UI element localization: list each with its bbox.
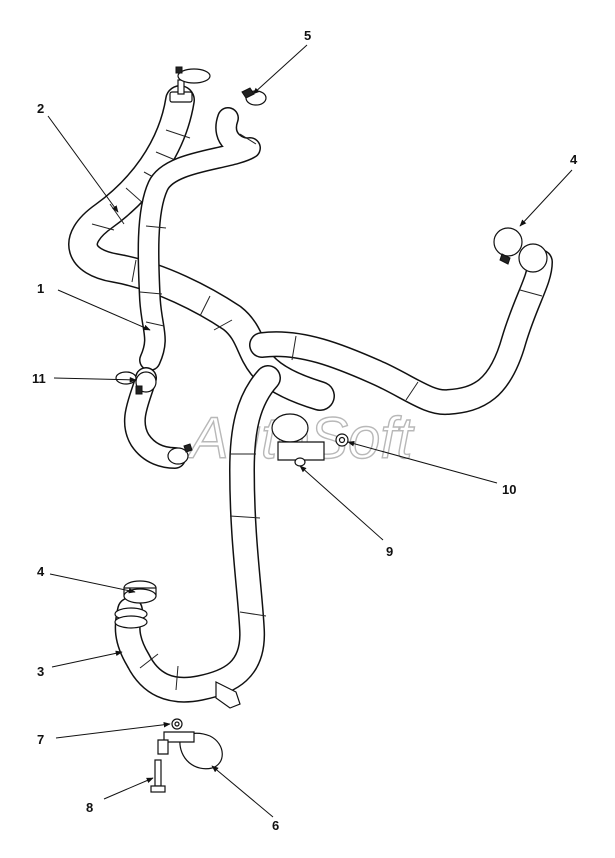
callout-4-top: 4	[570, 152, 578, 167]
nut-10	[335, 433, 349, 447]
hose-1	[137, 107, 261, 371]
clamp-5	[241, 87, 267, 106]
clamp-4-lower	[123, 580, 157, 604]
callout-3: 3	[37, 664, 44, 679]
bracket-9	[271, 413, 325, 467]
callout-5: 5	[304, 28, 311, 43]
hose-left-branch	[123, 367, 186, 469]
hose-3-end	[114, 607, 148, 629]
callout-11: 11	[32, 371, 46, 386]
hose-3	[114, 365, 281, 703]
callout-4-lower: 4	[37, 564, 45, 579]
bolt-8	[150, 759, 166, 793]
clamp-left-lower	[167, 443, 193, 465]
callout-2: 2	[37, 101, 44, 116]
callout-8: 8	[86, 800, 93, 815]
callout-1: 1	[37, 281, 44, 296]
callout-9: 9	[386, 544, 393, 559]
callout-7: 7	[37, 732, 44, 747]
leader-lines	[47, 44, 573, 818]
nut-7	[171, 718, 183, 730]
callout-10: 10	[502, 482, 516, 497]
clamp-6	[157, 731, 223, 770]
spigot	[215, 681, 241, 709]
hose-right	[249, 249, 553, 416]
callout-6: 6	[272, 818, 279, 833]
clamp-4-top	[493, 227, 548, 273]
hose-2-neck	[169, 66, 211, 103]
